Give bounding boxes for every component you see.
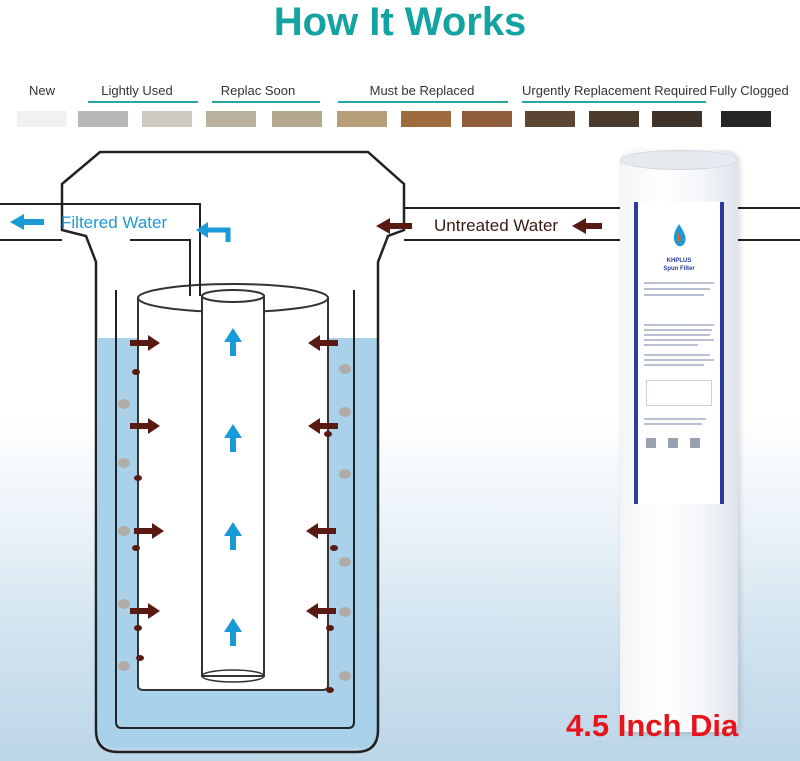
product-name: Spun Filter — [663, 266, 695, 272]
page-title: How It Works — [273, 0, 527, 44]
size-label: 4.5 Inch Dia — [566, 708, 739, 743]
color-swatch — [401, 111, 451, 127]
label-fine-print — [644, 339, 714, 341]
label-fine-print — [644, 354, 710, 356]
stage-label-fully-clogged: Fully Clogged — [709, 83, 789, 98]
label-fine-print — [644, 364, 704, 366]
radial-inflow-arrows-right — [306, 335, 338, 619]
spun-filter-cartridge: KHPLUS Spun Filter — [620, 150, 738, 732]
label-fine-print — [644, 324, 714, 326]
color-swatch — [589, 111, 639, 127]
core-flow-arrows — [224, 328, 242, 646]
label-fine-print — [644, 359, 714, 361]
label-fine-print — [644, 418, 706, 420]
filtered-water-label: Filtered Water — [61, 213, 168, 232]
core-top — [201, 289, 265, 303]
label-fine-print — [644, 334, 710, 336]
color-swatch — [17, 111, 67, 127]
brand-name: KHPLUS — [666, 258, 692, 264]
certification-marks — [646, 438, 712, 448]
sediment-particles-grey — [118, 364, 351, 681]
radial-inflow-arrows-left — [130, 335, 164, 619]
untreated-water-label: Untreated Water — [434, 216, 559, 235]
brand-logo — [673, 224, 686, 247]
label-fine-print — [644, 294, 704, 296]
housing-outline — [60, 150, 406, 754]
product-label: KHPLUS Spun Filter — [634, 202, 724, 504]
label-fine-print — [644, 329, 712, 331]
label-fine-print — [644, 288, 710, 290]
color-swatch — [721, 111, 771, 127]
stage-underline-replace-soon — [212, 101, 320, 103]
color-swatch — [525, 111, 575, 127]
color-swatch — [78, 111, 128, 127]
outlet-arrow — [10, 214, 44, 230]
color-swatch — [142, 111, 192, 127]
label-fine-print — [644, 423, 702, 425]
stage-label-new: New — [28, 83, 55, 98]
color-swatch — [652, 111, 702, 127]
color-swatch — [206, 111, 256, 127]
label-fine-print — [644, 344, 698, 346]
core-bottom — [201, 669, 265, 683]
outlet-pipe — [0, 203, 201, 296]
stage-underline-urgently-replacement — [522, 101, 706, 103]
color-swatch — [272, 111, 322, 127]
sediment-particles-dark — [132, 369, 338, 693]
label-fine-print — [644, 282, 714, 284]
stage-label-must-be-replaced: Must be Replaced — [369, 83, 475, 98]
stage-label-replace-soon: Replac Soon — [220, 83, 296, 98]
cartridge-top-cap — [620, 150, 738, 170]
stage-underline-must-be-replaced — [338, 101, 508, 103]
stage-label-urgently-replacement: Urgently Replacement Required — [522, 83, 707, 98]
stage-underline-lightly-used — [88, 101, 198, 103]
stage-label-lightly-used: Lightly Used — [101, 83, 173, 98]
spec-table — [646, 380, 712, 406]
outlet-turn-arrowhead — [196, 222, 208, 238]
color-swatch — [462, 111, 512, 127]
housing-inner-wall — [115, 290, 355, 729]
color-swatch — [337, 111, 387, 127]
outlet-turn-arrow — [206, 227, 231, 242]
inlet-arrow — [376, 218, 602, 234]
